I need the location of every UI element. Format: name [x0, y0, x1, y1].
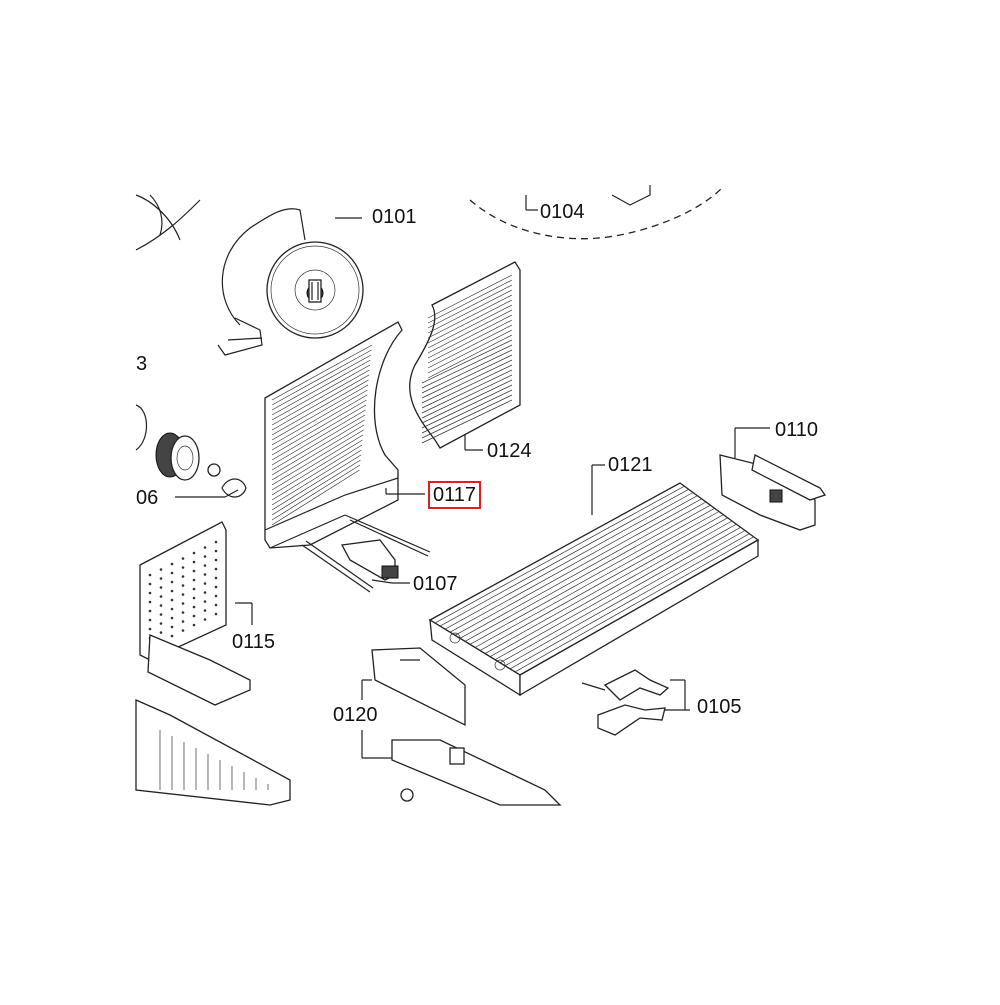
part-0121-tray: [428, 464, 760, 697]
part-0115-perforated-plate: [139, 521, 253, 706]
callout-3: 3: [136, 353, 148, 375]
part-0105-lever: [581, 669, 690, 736]
callout-0101: 0101: [372, 206, 417, 228]
part-0101-blade: [217, 208, 364, 356]
callout-06: 06: [136, 487, 159, 509]
partial-base-bottom-left: [135, 699, 291, 806]
callout-0115: 0115: [232, 631, 276, 653]
callout-0120: 0120: [333, 704, 378, 726]
callout-0104: 0104: [540, 201, 585, 223]
part-0124-cover: [409, 261, 521, 451]
callout-0110: 0110: [775, 419, 819, 441]
callout-0121: 0121: [608, 454, 653, 476]
part-0117-rear-plate: [264, 321, 431, 593]
part-0110-bracket: [719, 427, 827, 531]
callout-0117-highlighted: 0117: [428, 481, 482, 509]
callout-0105: 0105: [697, 696, 742, 718]
callout-0124: 0124: [487, 440, 532, 462]
part-0107-slide: [340, 539, 410, 584]
part-0120-panel: [361, 647, 562, 806]
part-06-roller: [135, 404, 247, 498]
callout-0107: 0107: [413, 573, 458, 595]
partial-housing-top-left: [135, 194, 201, 251]
part-0104-dashed-outline: [469, 185, 723, 240]
